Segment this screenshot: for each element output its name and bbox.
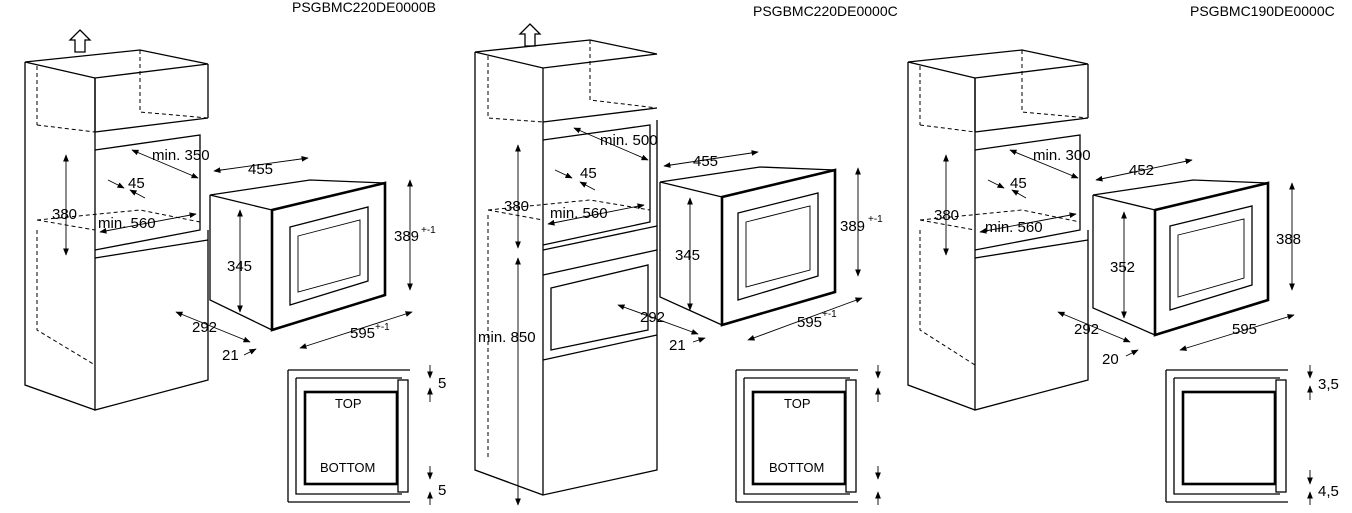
dim-depth: 292: [192, 319, 217, 336]
gap-bottom: 4,5: [1318, 483, 1339, 500]
dim-front-depth: 20: [1102, 351, 1119, 368]
gap-top: 3,5: [1318, 376, 1339, 393]
label-bottom: BOTTOM: [320, 460, 375, 475]
dim-niche-height: 380: [52, 206, 77, 223]
label-top: TOP: [784, 396, 811, 411]
microwave: [659, 166, 837, 327]
dim-niche-height: 380: [934, 207, 959, 224]
dim-height-total: 388: [1276, 231, 1301, 248]
dim-niche-depth: min. 350: [152, 147, 210, 164]
dim-width: 452: [1129, 162, 1154, 179]
dim-niche-45: 45: [128, 175, 145, 192]
dim-depth: 292: [640, 309, 665, 326]
dim-frame-width-tol: +-1: [822, 309, 837, 320]
model-label: PSGBMC190DE0000C: [1190, 3, 1335, 19]
panel-3: PSGBMC190DE0000C min. 300 45 min. 560 38…: [907, 3, 1339, 505]
dim-tall-min: min. 850: [478, 329, 536, 346]
vent-up-arrow-icon: [518, 23, 542, 47]
panel-1: PSGBMC220DE0000B min. 350 45 min. 560 38…: [24, 0, 446, 505]
dim-height-total-tol: +-1: [868, 214, 883, 225]
vent-up-arrow-icon: [68, 29, 92, 53]
tall-cabinet: [474, 39, 658, 496]
dim-niche-width: min. 560: [985, 219, 1043, 236]
dim-niche-45: 45: [580, 165, 597, 182]
cabinet: [24, 49, 209, 411]
dim-depth: 292: [1074, 321, 1099, 338]
microwave: [209, 179, 387, 332]
dim-frame-width: 595: [797, 314, 822, 331]
dim-width: 455: [248, 161, 273, 178]
dim-niche-45: 45: [1010, 175, 1027, 192]
dim-height-total-tol: +-1: [421, 225, 436, 236]
dim-niche-width: min. 560: [98, 215, 156, 232]
label-bottom: BOTTOM: [769, 460, 824, 475]
gap-detail: 5 5 TOP BOTTOM: [287, 365, 446, 505]
gap-detail: 3,5 4,5: [1165, 365, 1339, 505]
dim-niche-depth: min. 500: [600, 132, 658, 149]
dim-height-total: 389: [840, 218, 865, 235]
dim-niche-height: 380: [504, 198, 529, 215]
gap-bottom: 5: [438, 482, 446, 499]
dim-width: 455: [693, 153, 718, 170]
dim-height-front: 352: [1110, 259, 1135, 276]
dim-niche-width: min. 560: [550, 205, 608, 222]
dim-height-front: 345: [675, 247, 700, 264]
panel-2: PSGBMC220DE0000C min. 500 45 min. 560 38…: [474, 3, 898, 506]
dim-front-depth: 21: [222, 347, 239, 364]
gap-top: 5: [438, 375, 446, 392]
cabinet: [907, 49, 1089, 411]
gap-detail: TOP BOTTOM: [735, 365, 881, 505]
dim-frame-width: 595: [350, 325, 375, 342]
dim-niche-depth: min. 300: [1033, 147, 1091, 164]
dim-height-total: 389: [394, 228, 419, 245]
label-top: TOP: [335, 396, 362, 411]
dim-frame-width: 595: [1232, 321, 1257, 338]
dim-front-depth: 21: [669, 337, 686, 354]
dim-height-front: 345: [227, 258, 252, 275]
model-label: PSGBMC220DE0000C: [753, 3, 898, 19]
model-label: PSGBMC220DE0000B: [292, 0, 436, 15]
microwave: [1092, 179, 1270, 337]
dim-frame-width-tol: +-1: [375, 322, 390, 333]
